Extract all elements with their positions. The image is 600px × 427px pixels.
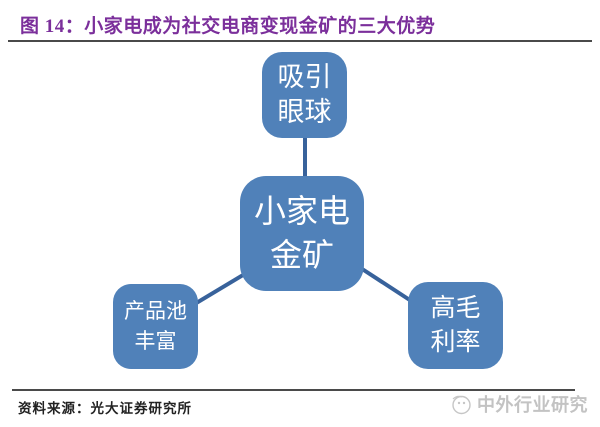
node-label: 高毛 利率 xyxy=(430,294,481,356)
node-label: 吸引 眼球 xyxy=(277,61,332,127)
node-label: 小家电 金矿 xyxy=(253,193,350,273)
footer-divider xyxy=(12,389,575,391)
figure-title: 图 14：小家电成为社交电商变现金矿的三大优势 xyxy=(20,16,436,37)
node-attract-attention: 吸引 眼球 xyxy=(262,52,347,138)
watermark-logo-icon xyxy=(452,395,471,414)
node-rich-product-pool: 产品池 丰富 xyxy=(113,284,198,369)
watermark: 中外行业研究 xyxy=(449,391,588,417)
source-note: 资料来源：光大证券研究所 xyxy=(18,401,192,416)
node-label: 产品池 丰富 xyxy=(124,299,187,353)
title-divider xyxy=(8,40,592,42)
node-goldmine-center: 小家电 金矿 xyxy=(240,176,364,291)
node-high-gross-margin: 高毛 利率 xyxy=(408,282,503,369)
watermark-label: 中外行业研究 xyxy=(477,395,588,415)
